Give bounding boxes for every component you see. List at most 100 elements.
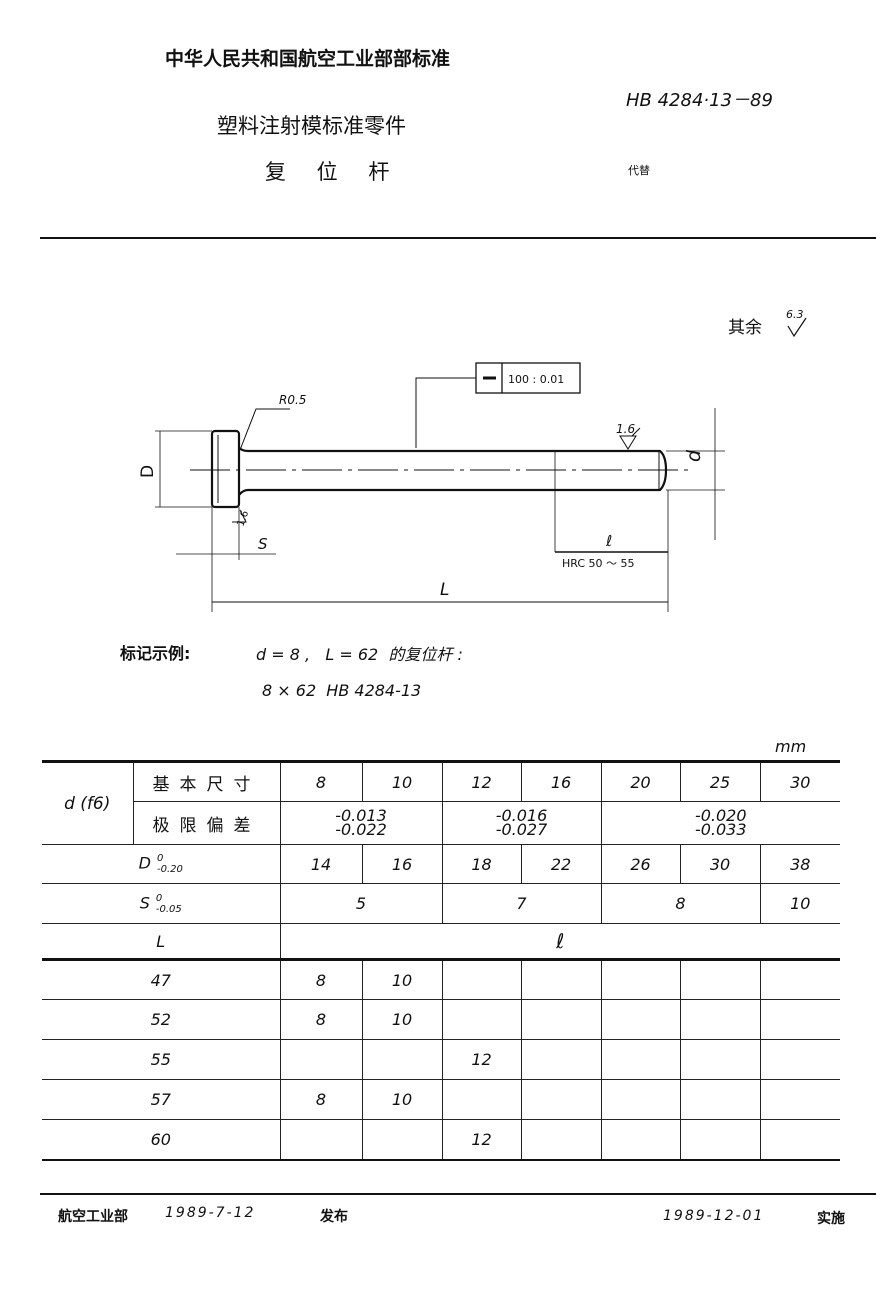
basic-size: 30 (759, 760, 840, 802)
L-value: 52 (42, 999, 281, 1040)
dim-l-label: ℓ (605, 532, 612, 550)
radius-label: R0.5 (279, 393, 306, 407)
basic-size: 16 (520, 760, 602, 802)
l-value: 10 (361, 999, 443, 1040)
effective-label: 实施 (817, 1211, 845, 1227)
basic-size: 10 (361, 760, 443, 802)
header-divider (40, 237, 876, 239)
standard-number: HB 4284·13－89 (626, 90, 773, 111)
l-value (279, 1039, 363, 1080)
deviation-label: 极限偏差 (133, 801, 281, 845)
deviation-cell: -0.013-0.022 (279, 801, 443, 845)
issue-date: 1989-7-12 (165, 1205, 256, 1221)
l-value: 8 (279, 1079, 363, 1120)
l-value (520, 1119, 602, 1161)
L-value: 47 (42, 958, 281, 1000)
l-value (759, 1119, 840, 1161)
example-label: 标记示例: (120, 644, 191, 663)
roughness-other-value: 6.3 (786, 308, 804, 321)
straightness-value: 100 : 0.01 (508, 373, 564, 386)
basic-size: 12 (441, 760, 522, 802)
l-value: 10 (361, 958, 443, 1000)
L-value: 55 (42, 1039, 281, 1080)
l-value (759, 1079, 840, 1120)
effective-date: 1989-12-01 (663, 1208, 765, 1224)
issuer: 航空工业部 (58, 1209, 128, 1225)
l-value (520, 1039, 602, 1080)
table-row: 55 12 (42, 1039, 840, 1080)
l-value (520, 999, 602, 1040)
l-value (600, 1119, 681, 1161)
l-value (361, 1039, 443, 1080)
S-value: 8 (600, 883, 761, 924)
l-value: 10 (361, 1079, 443, 1120)
rod-head (210, 429, 241, 509)
l-value (600, 1039, 681, 1080)
rod-shaft (238, 447, 668, 496)
table-row: 60 12 (42, 1119, 840, 1161)
l-value (679, 1119, 761, 1161)
dim-D-label: D (138, 465, 158, 478)
roughness-shaft-icon (619, 427, 641, 450)
l-value (679, 1039, 761, 1080)
basic-size: 8 (279, 760, 363, 802)
specification-table: d (f6) 基本尺寸 8 10 12 16 20 25 30 极限偏差 -0.… (42, 760, 840, 1161)
table-unit: mm (775, 737, 807, 756)
dim-S-label: S (258, 535, 268, 553)
footer-divider (40, 1193, 876, 1195)
l-value: 12 (441, 1039, 522, 1080)
l-value (441, 999, 522, 1040)
L-header: L (42, 923, 281, 961)
L-value: 57 (42, 1079, 281, 1120)
deviation-cell: -0.016-0.027 (441, 801, 602, 845)
L-value: 60 (42, 1119, 281, 1161)
example-marking: 8 × 62 HB 4284-13 (262, 681, 422, 700)
roughness-shaft-value: 1.6 (616, 422, 635, 436)
part-drawing: 其余 6.3 100 : 0.01 R0.5 D d 1.6 1.6 S ℓ H… (138, 308, 807, 612)
D-value: 18 (441, 844, 522, 884)
D-value: 30 (679, 844, 761, 884)
l-value (600, 1079, 681, 1120)
example-text: d = 8 , L = 62 的复位杆 : (256, 645, 463, 664)
S-value: 10 (759, 883, 840, 924)
D-value: 16 (361, 844, 443, 884)
basic-size: 20 (600, 760, 681, 802)
hardness-label: HRC 50 ～ 55 (562, 557, 635, 570)
l-value (600, 999, 681, 1040)
dim-L-label: L (440, 580, 449, 600)
roughness-head-icon (232, 509, 247, 523)
issue-label: 发布 (320, 1209, 348, 1225)
l-value (441, 958, 522, 1000)
deviation-cell: -0.020-0.033 (600, 801, 840, 845)
l-value (520, 1079, 602, 1120)
l-value (679, 999, 761, 1040)
D-value: 22 (520, 844, 602, 884)
dim-d-label: d (683, 449, 705, 462)
l-value: 12 (441, 1119, 522, 1161)
D-value: 14 (279, 844, 363, 884)
roughness-other-label: 其余 (728, 318, 762, 338)
l-value: 8 (279, 999, 363, 1040)
l-header: ℓ (279, 923, 840, 961)
S-value: 7 (441, 883, 602, 924)
part-name: 复 位 杆 (265, 160, 402, 184)
basic-size: 25 (679, 760, 761, 802)
D-value: 38 (759, 844, 840, 884)
roughness-symbol-icon (787, 317, 807, 338)
l-value (759, 999, 840, 1040)
l-value (679, 958, 761, 1000)
l-value (441, 1079, 522, 1120)
l-value: 8 (279, 958, 363, 1000)
S-value: 5 (279, 883, 443, 924)
d-label: d (f6) (42, 760, 134, 845)
l-value (679, 1079, 761, 1120)
document-subtitle: 塑料注射模标准零件 (217, 114, 406, 138)
roughness-head-value: 1.6 (235, 509, 251, 528)
l-value (759, 958, 840, 1000)
l-value (520, 958, 602, 1000)
l-value (279, 1119, 363, 1161)
